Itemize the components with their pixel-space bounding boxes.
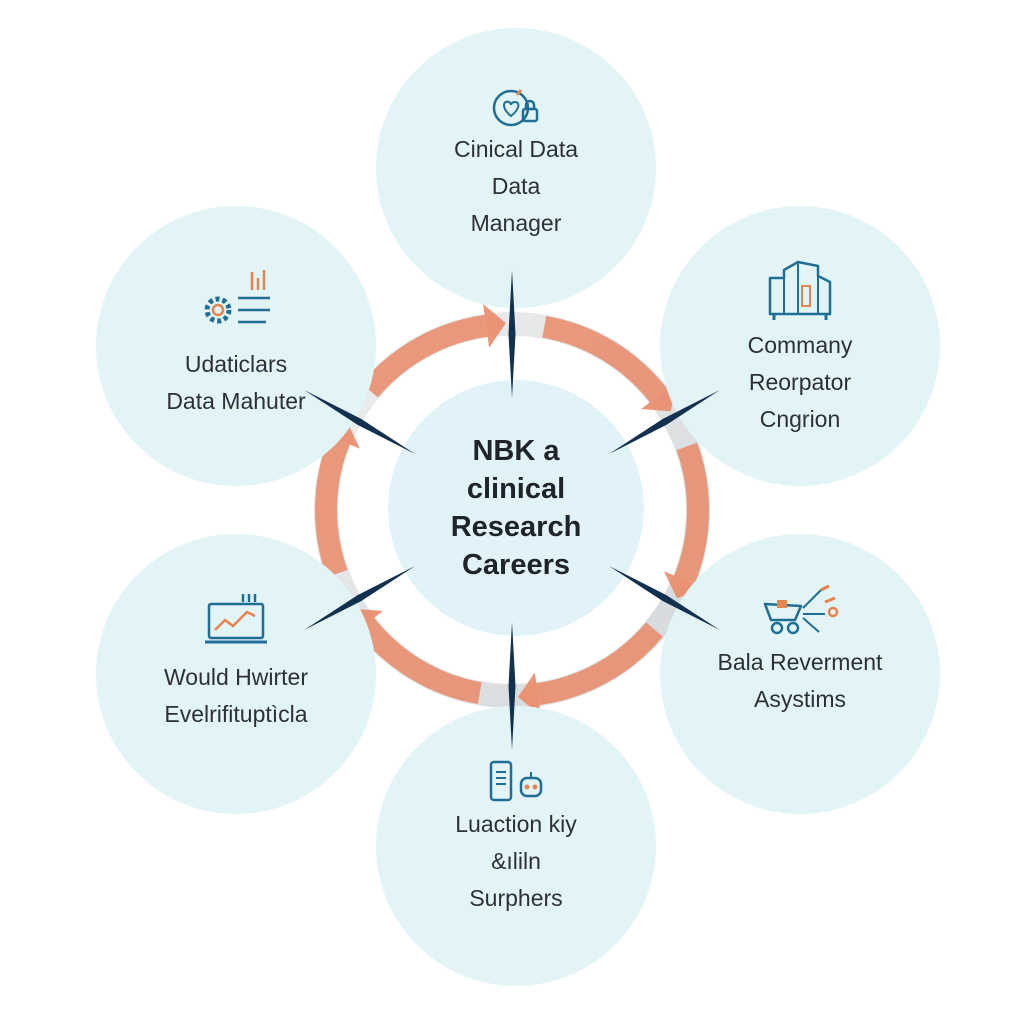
node-bottom-line-3: Surphers	[469, 885, 563, 911]
laptop-chart-icon	[96, 592, 376, 652]
node-top-line-1: Cinical Data	[454, 136, 578, 162]
ring-arrowhead-3	[518, 672, 541, 716]
center-title-line-4: Careers	[461, 549, 571, 581]
node-lower-left-label: Would Hwirter Evelrifituptìcla	[96, 659, 376, 733]
center-title: NBK a clinical Research Careers	[451, 432, 582, 584]
ring-arrow-1	[542, 315, 668, 403]
ring-arrowhead-6	[483, 304, 506, 348]
ring-arrow-2	[674, 442, 709, 584]
node-upper-right-line-2: Reorpator	[748, 369, 852, 395]
node-lower-left-line-2: Evelrifituptìcla	[164, 701, 308, 727]
node-top: Cinical Data Data Manager	[376, 28, 656, 308]
node-top-label: Cinical Data Data Manager	[376, 131, 656, 242]
node-upper-right-label: Commany Reorpator Cngrion	[660, 327, 940, 438]
node-lower-right-label: Bala Reverment Asystims	[660, 644, 940, 718]
clock-heart-lock-icon	[376, 80, 656, 140]
node-lower-left: Would Hwirter Evelrifituptìcla	[96, 534, 376, 814]
center-title-line-2: clinical	[466, 473, 566, 505]
node-top-line-3: Manager	[470, 210, 562, 236]
center-title-line-3: Research	[450, 511, 582, 543]
node-upper-left-line-1: Udaticlars	[184, 351, 288, 377]
node-upper-left-line-2: Data Mahuter	[166, 388, 306, 414]
node-upper-right-line-1: Commany	[747, 332, 853, 358]
node-bottom: Luaction kiy &ıliln Surphers	[376, 706, 656, 986]
node-lower-right-line-2: Asystims	[754, 686, 846, 712]
node-lower-left-line-1: Would Hwirter	[164, 664, 308, 690]
node-upper-right-line-3: Cngrion	[759, 406, 841, 432]
building-icon	[660, 256, 940, 326]
ring-arrow-3	[536, 622, 663, 706]
node-bottom-line-1: Luaction kiy	[455, 811, 577, 837]
center-title-line-1: NBK a	[472, 435, 560, 467]
node-top-line-2: Data	[491, 173, 541, 199]
node-upper-left-label: Udaticlars Data Mahuter	[96, 346, 376, 420]
node-upper-left: Udaticlars Data Mahuter	[96, 206, 376, 486]
ring-arrow-6	[361, 314, 488, 398]
node-bottom-line-2: &ıliln	[491, 848, 541, 874]
ring-arrow-4	[356, 617, 482, 705]
node-lower-right: Bala Reverment Asystims	[660, 534, 940, 814]
center-hub: NBK a clinical Research Careers	[388, 380, 644, 636]
cart-network-icon	[660, 574, 940, 644]
node-bottom-label: Luaction kiy &ıliln Surphers	[376, 806, 656, 917]
ring-arrow-5	[315, 436, 350, 578]
phone-robot-icon	[376, 758, 656, 808]
node-lower-right-line-1: Bala Reverment	[717, 649, 883, 675]
gear-chart-icon	[96, 268, 376, 332]
node-upper-right: Commany Reorpator Cngrion	[660, 206, 940, 486]
